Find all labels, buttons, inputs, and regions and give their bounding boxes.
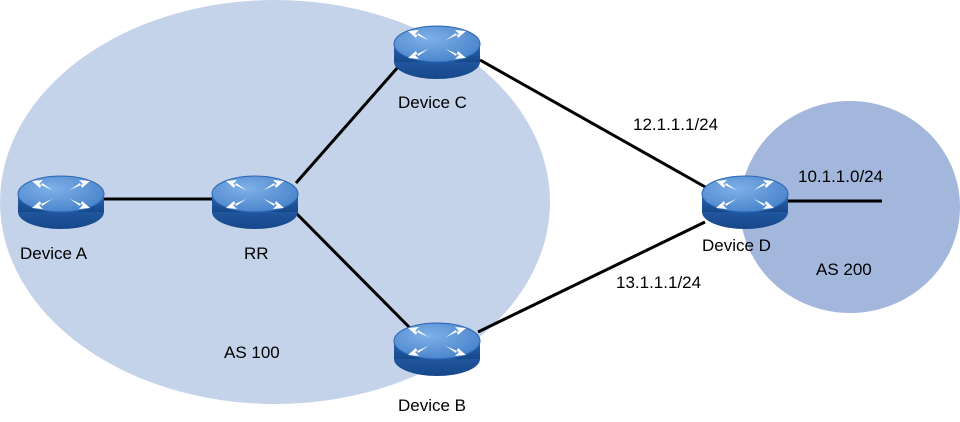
link-rr-device-c [294, 57, 408, 184]
device-a-label: Device A [20, 244, 88, 263]
link-c-d-address-label: 12.1.1.1/24 [633, 115, 718, 134]
device-d-router-icon[interactable] [701, 175, 789, 230]
device-c-label: Device C [398, 93, 467, 112]
device-c-router-icon[interactable] [393, 25, 481, 80]
link-device-b-device-d [477, 220, 706, 334]
link-rr-device-b [294, 211, 414, 332]
network-address-label: 10.1.1.0/24 [798, 167, 883, 186]
rr-label: RR [244, 244, 269, 263]
link-device-c-device-d [479, 58, 708, 190]
rr-router-icon[interactable] [211, 175, 299, 230]
link-b-d-address-label: 13.1.1.1/24 [616, 273, 701, 292]
as200-label: AS 200 [816, 260, 872, 279]
as100-label: AS 100 [224, 343, 280, 362]
as200-area [740, 101, 960, 313]
device-d-label: Device D [702, 236, 771, 255]
device-b-label: Device B [398, 396, 466, 415]
device-a-router-icon[interactable] [17, 175, 105, 230]
device-b-router-icon[interactable] [393, 322, 481, 377]
